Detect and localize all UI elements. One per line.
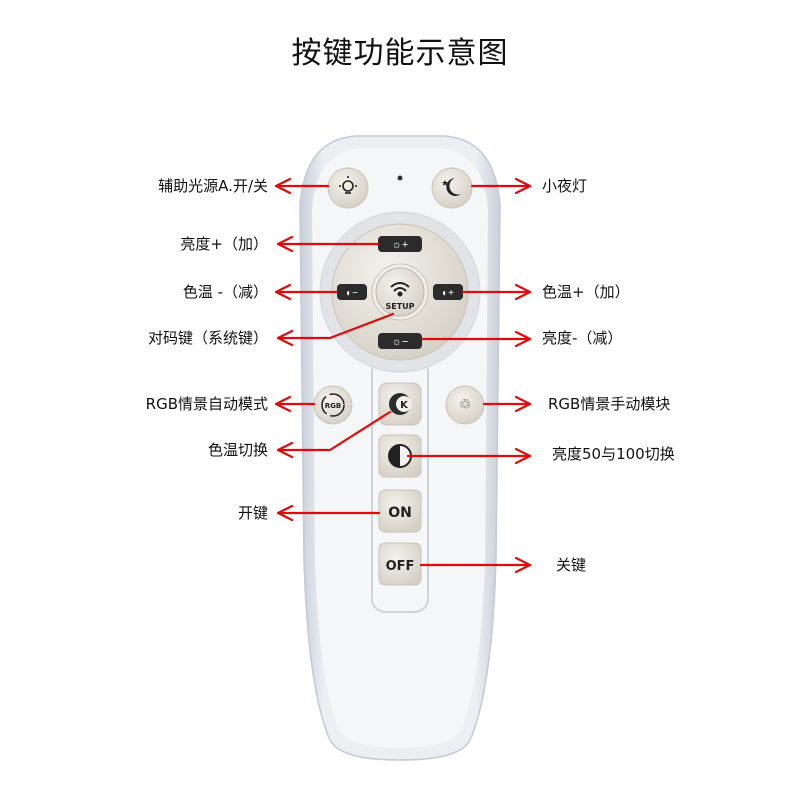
- arrow-color-temp-switch: [276, 410, 392, 459]
- label-aux-light: 辅助光源A.开/关: [158, 177, 268, 195]
- arrow-color-temp-down: [274, 283, 339, 301]
- sun-minus-icon: ☼−: [392, 336, 409, 348]
- arrow-brightness-up: [276, 235, 380, 253]
- label-on: 开键: [237, 504, 268, 522]
- arrow-on: [276, 504, 381, 522]
- color-temp-down-button[interactable]: ◐−: [337, 284, 367, 300]
- arrow-brightness-down: [420, 330, 532, 348]
- color-temp-switch-button[interactable]: K: [378, 382, 422, 426]
- arrow-night-light: [470, 177, 532, 195]
- label-off: 关键: [556, 556, 587, 574]
- cct-plus-icon: ◐+: [442, 288, 454, 299]
- aux-light-button[interactable]: [327, 167, 369, 209]
- page-title: 按键功能示意图: [291, 36, 509, 71]
- label-pairing: 对码键（系统键）: [147, 329, 268, 347]
- rgb-manual-button[interactable]: ♲: [445, 385, 485, 425]
- arrow-color-temp-up: [461, 283, 532, 301]
- label-brightness-toggle: 亮度50与100切换: [552, 445, 675, 463]
- label-color-temp-switch: 色温切换: [207, 441, 268, 459]
- bulb-icon: [339, 176, 357, 194]
- setup-button[interactable]: SETUP: [375, 267, 425, 317]
- arrow-pairing: [276, 312, 395, 347]
- setup-label: SETUP: [385, 302, 414, 311]
- rgb-label: RGB: [325, 402, 341, 410]
- label-night-light: 小夜灯: [542, 177, 588, 195]
- arrow-off: [419, 556, 532, 574]
- off-label: OFF: [386, 559, 415, 574]
- label-rgb-manual: RGB情景手动模块: [548, 395, 671, 413]
- svg-text:♲: ♲: [459, 396, 472, 412]
- off-button[interactable]: OFF: [378, 542, 422, 586]
- sun-plus-icon: ☼+: [392, 239, 409, 251]
- brightness-toggle-button[interactable]: [378, 434, 422, 478]
- indicator-led: [397, 175, 403, 181]
- label-color-temp-down: 色温 -（减）: [182, 283, 268, 301]
- cct-minus-icon: ◐−: [346, 288, 358, 299]
- arrow-aux-light: [274, 177, 330, 195]
- recycle-icon: ♲: [459, 396, 472, 412]
- label-brightness-up: 亮度+（加）: [180, 235, 268, 253]
- label-rgb-auto: RGB情景自动模式: [145, 395, 268, 413]
- rgb-auto-button[interactable]: RGB: [313, 385, 353, 425]
- night-light-button[interactable]: ★: [431, 167, 473, 209]
- svg-text:★: ★: [441, 178, 449, 188]
- brightness-up-button[interactable]: ☼+: [378, 236, 422, 252]
- label-brightness-down: 亮度-（减）: [542, 329, 623, 347]
- half-circle-icon: [388, 444, 412, 468]
- arrow-rgb-auto: [274, 395, 316, 413]
- moon-icon: ★: [441, 178, 461, 196]
- color-temp-up-button[interactable]: ◐+: [433, 284, 463, 300]
- on-button[interactable]: ON: [378, 489, 422, 533]
- on-label: ON: [388, 505, 412, 521]
- k-label: K: [400, 400, 409, 411]
- wifi-icon: [390, 282, 410, 297]
- label-color-temp-up: 色温+（加）: [542, 283, 630, 301]
- arrow-rgb-manual: [482, 395, 532, 413]
- arrow-brightness-toggle: [406, 447, 532, 465]
- brightness-down-button[interactable]: ☼−: [378, 333, 422, 349]
